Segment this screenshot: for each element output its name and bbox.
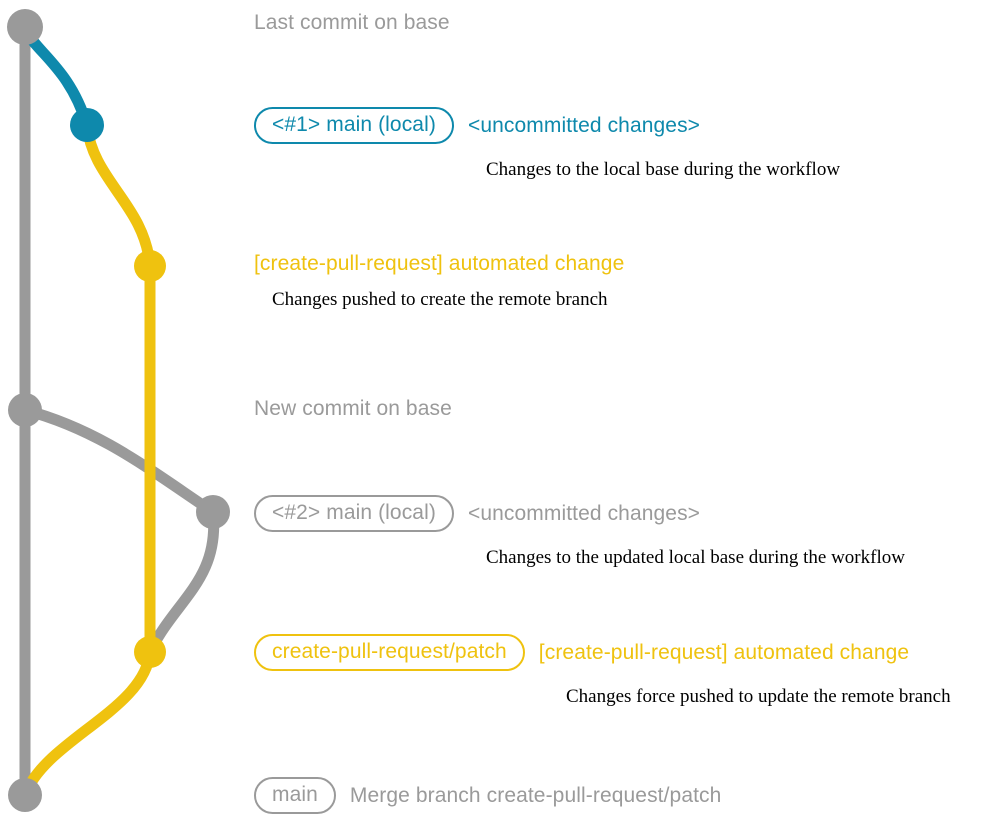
commit-row-local-1: <#1> main (local) <uncommitted changes> … bbox=[254, 107, 840, 179]
commit-headline: New commit on base bbox=[254, 398, 452, 419]
commit-node-local-1[interactable] bbox=[70, 108, 104, 142]
commit-row-automated-change-1: [create-pull-request] automated change C… bbox=[254, 253, 624, 309]
commit-row-new-commit-on-base: New commit on base bbox=[254, 398, 452, 419]
commit-row-last-commit-on-base: Last commit on base bbox=[254, 12, 450, 33]
commit-subject: <uncommitted changes> bbox=[467, 114, 701, 137]
commit-subject: Merge branch create-pull-request/patch bbox=[349, 784, 722, 807]
edge-local2-to-patch2 bbox=[144, 506, 220, 658]
edge-local1-to-patch1 bbox=[81, 119, 156, 272]
commit-row-local-2: <#2> main (local) <uncommitted changes> … bbox=[254, 495, 905, 567]
commit-row-merge: main Merge branch create-pull-request/pa… bbox=[254, 777, 721, 814]
commit-node-base-head[interactable] bbox=[7, 9, 43, 45]
edge-base-to-local1 bbox=[19, 24, 93, 131]
commit-headline: <#2> main (local) <uncommitted changes> bbox=[254, 495, 905, 532]
edge-base-to-local2 bbox=[19, 404, 219, 518]
commit-headline: <#1> main (local) <uncommitted changes> bbox=[254, 107, 840, 144]
commit-description: Changes to the local base during the wor… bbox=[486, 159, 841, 180]
commit-subject: [create-pull-request] automated change bbox=[254, 252, 625, 275]
commit-node-merge[interactable] bbox=[8, 778, 42, 812]
commit-subject: New commit on base bbox=[254, 397, 452, 420]
branch-badge-create-pull-request-patch[interactable]: create-pull-request/patch bbox=[254, 634, 525, 671]
commit-description: Changes to the updated local base during… bbox=[486, 547, 905, 568]
commit-headline: [create-pull-request] automated change bbox=[254, 253, 624, 274]
commit-description: Changes force pushed to update the remot… bbox=[566, 686, 951, 707]
branch-badge-main-local-1[interactable]: <#1> main (local) bbox=[254, 107, 454, 144]
commit-description: Changes pushed to create the remote bran… bbox=[272, 289, 608, 310]
commit-subject: Last commit on base bbox=[254, 11, 450, 34]
commit-subject: <uncommitted changes> bbox=[467, 502, 701, 525]
branch-badge-main[interactable]: main bbox=[254, 777, 336, 814]
edge-patch2-to-merge bbox=[19, 646, 156, 801]
commit-node-patch-2[interactable] bbox=[134, 636, 166, 668]
commit-node-base-new[interactable] bbox=[8, 393, 42, 427]
commit-headline: Last commit on base bbox=[254, 12, 450, 33]
commit-headline: create-pull-request/patch [create-pull-r… bbox=[254, 634, 951, 671]
commit-node-local-2[interactable] bbox=[196, 495, 230, 529]
commit-subject: [create-pull-request] automated change bbox=[538, 641, 910, 664]
commit-row-automated-change-2: create-pull-request/patch [create-pull-r… bbox=[254, 634, 951, 706]
branch-badge-main-local-2[interactable]: <#2> main (local) bbox=[254, 495, 454, 532]
commit-headline: main Merge branch create-pull-request/pa… bbox=[254, 777, 721, 814]
commit-node-patch-1[interactable] bbox=[134, 250, 166, 282]
